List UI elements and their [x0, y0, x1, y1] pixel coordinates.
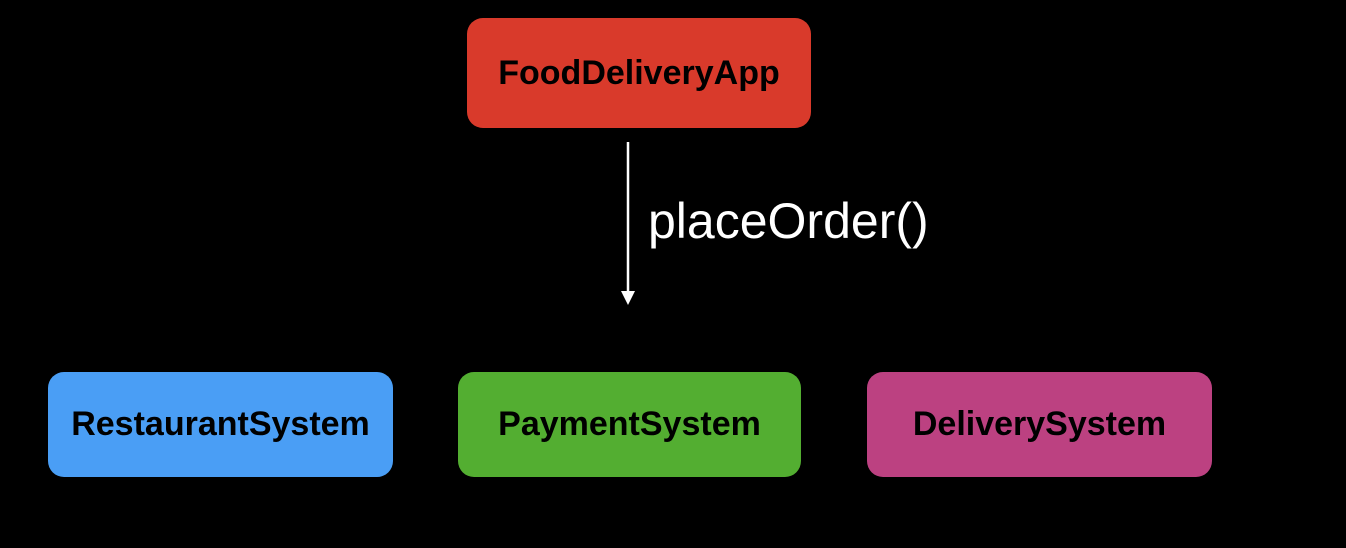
- node-food-delivery-app: FoodDeliveryApp: [467, 18, 811, 128]
- edge-label-place-order: placeOrder(): [648, 193, 929, 249]
- node-restaurant-system-label: RestaurantSystem: [71, 405, 370, 443]
- down-arrow-icon: [621, 142, 635, 305]
- node-payment-system: PaymentSystem: [458, 372, 801, 477]
- node-restaurant-system: RestaurantSystem: [48, 372, 393, 477]
- node-delivery-system-label: DeliverySystem: [912, 405, 1167, 443]
- node-delivery-system: DeliverySystem: [867, 372, 1212, 477]
- node-food-delivery-app-label: FoodDeliveryApp: [498, 53, 780, 92]
- node-payment-system-label: PaymentSystem: [498, 405, 761, 443]
